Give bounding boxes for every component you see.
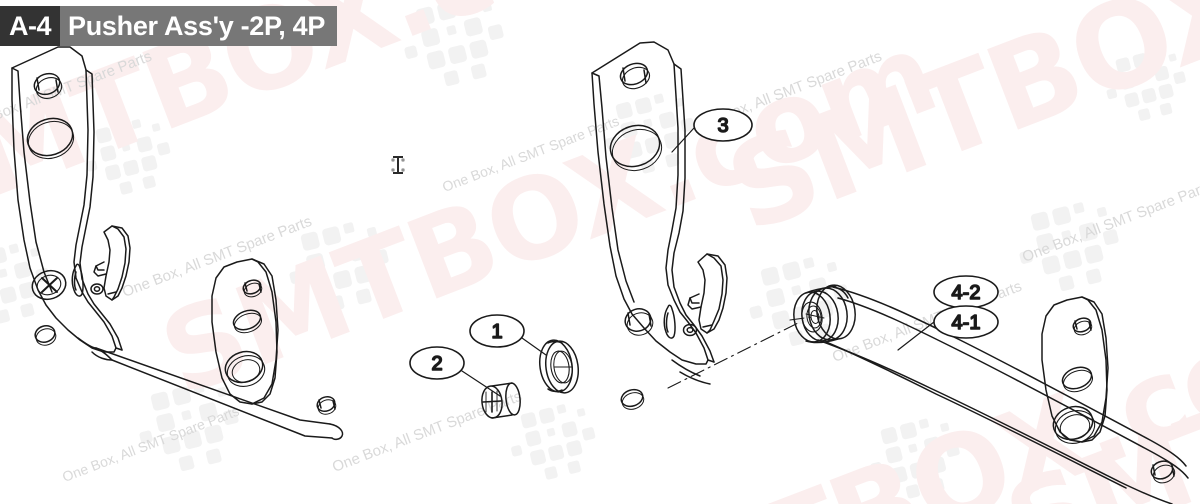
section-title: Pusher Ass'y -2P, 4P: [60, 6, 338, 46]
callout-3[interactable]: 3: [693, 108, 753, 142]
section-code-badge: A-4: [0, 6, 61, 46]
leader-line-2: [461, 370, 501, 397]
callout-4-2[interactable]: 4-2: [933, 275, 999, 309]
callout-1-label: 1: [491, 321, 502, 343]
callout-2[interactable]: 2: [409, 346, 465, 380]
callout-3-label: 3: [717, 115, 728, 137]
callout-4-1-label: 4-1: [952, 312, 981, 334]
left-pusher-assembly: [11, 46, 344, 441]
leader-line-1: [521, 337, 547, 356]
section-header-banner: A-4 Pusher Ass'y -2P, 4P: [0, 6, 338, 46]
callout-1[interactable]: 1: [469, 314, 525, 348]
callout-4-2-label: 4-2: [952, 282, 981, 304]
callout-4-1[interactable]: 4-1: [933, 305, 999, 339]
leader-line-4-1: [897, 321, 935, 351]
leader-line-3: [671, 127, 695, 153]
callout-2-label: 2: [431, 353, 442, 375]
part-3-pusher-bracket-plate: [591, 41, 728, 410]
part-1-washer-ring: [538, 339, 580, 394]
callout-group: 1 2 3 4-2 4-1: [409, 108, 999, 380]
